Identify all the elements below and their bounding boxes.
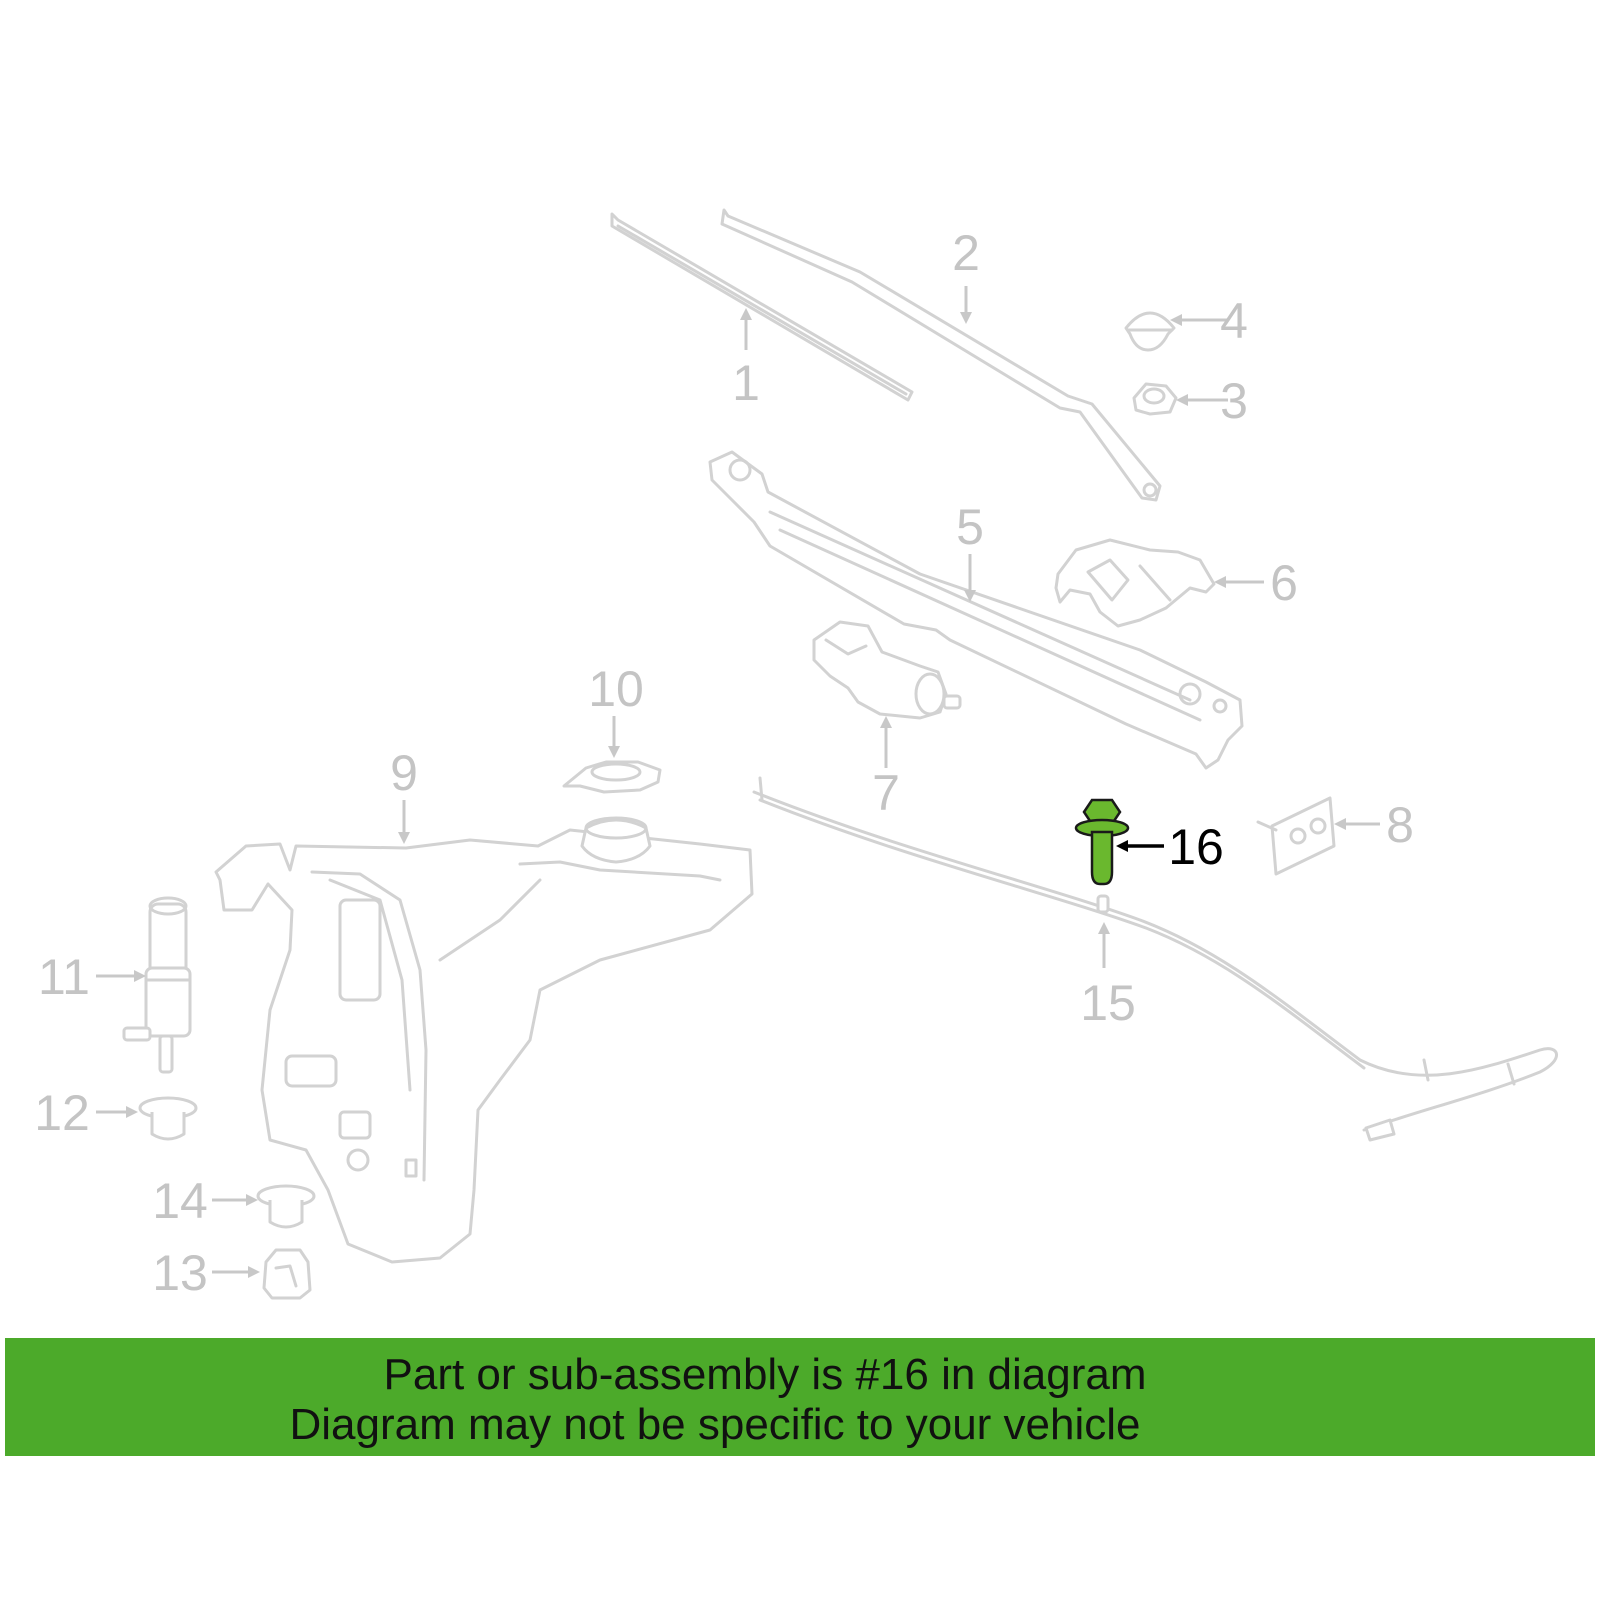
callout-11: 11 [38, 949, 90, 1005]
callout-4: 4 [1220, 293, 1248, 349]
part-6-motor-bracket [1054, 538, 1216, 628]
part-7-wiper-motor [812, 620, 962, 720]
part-1-wiper-blade [610, 212, 914, 402]
callout-labels: 1 2 3 4 5 6 7 8 9 10 11 12 13 14 15 16 [34, 225, 1414, 1301]
callout-10: 10 [588, 661, 644, 717]
part-9-reservoir [214, 816, 754, 1264]
part-15-washer-hose [752, 776, 1558, 1142]
part-11-washer-pump [122, 896, 192, 1074]
part-5-wiper-linkage [708, 450, 1244, 770]
callout-2: 2 [952, 225, 980, 281]
callout-12: 12 [34, 1085, 90, 1141]
banner-line-part-number: Part or sub-assembly is #16 in diagram [383, 1350, 1147, 1399]
part-13-sensor [262, 1248, 312, 1300]
callout-15: 15 [1080, 975, 1136, 1031]
info-banner: Part or sub-assembly is #16 in diagram D… [5, 1338, 1595, 1456]
callout-9: 9 [390, 745, 418, 801]
part-3-nut [1132, 382, 1178, 416]
part-10-seal [562, 760, 662, 794]
part-16-bolt [1074, 798, 1130, 886]
callout-8: 8 [1386, 797, 1414, 853]
callout-13: 13 [152, 1245, 208, 1301]
callout-5: 5 [956, 499, 984, 555]
part-2-wiper-arm [720, 208, 1162, 502]
callout-6: 6 [1270, 555, 1298, 611]
banner-line-disclaimer: Diagram may not be specific to your vehi… [289, 1400, 1141, 1449]
callout-7: 7 [872, 765, 900, 821]
part-8-plate [1256, 796, 1336, 876]
part-12-grommet [138, 1096, 198, 1141]
part-14-grommet [256, 1184, 316, 1229]
callout-14: 14 [152, 1173, 208, 1229]
callout-16: 16 [1168, 819, 1224, 875]
callout-1: 1 [732, 355, 760, 411]
callout-3: 3 [1220, 373, 1248, 429]
leader-lines [96, 286, 1380, 1278]
part-4-cap [1124, 311, 1176, 352]
